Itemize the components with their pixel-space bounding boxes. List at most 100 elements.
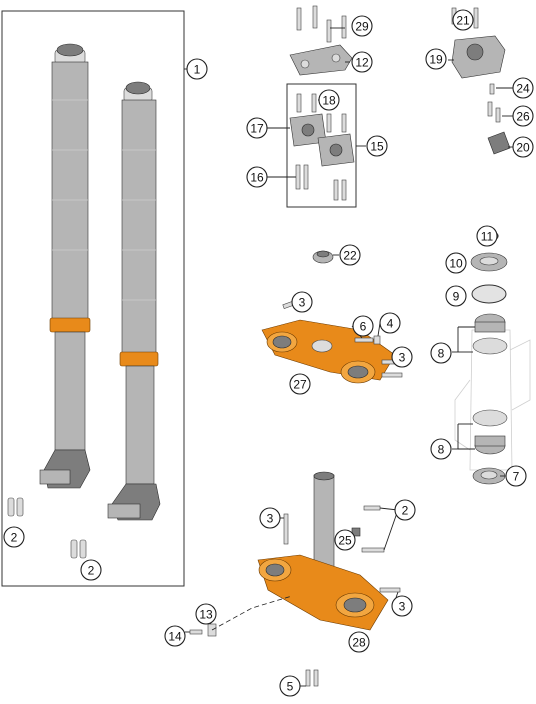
callout-2: 2 [3, 526, 25, 548]
upper-bearing-part-8 [472, 313, 508, 355]
callout-circle [391, 346, 413, 368]
callout-27: 27 [289, 373, 311, 395]
callout-circle [186, 58, 208, 80]
callout-circle [334, 529, 356, 551]
callout-circle [505, 465, 527, 487]
callout-8: 8 [430, 342, 452, 364]
bolts-part-2-lower [361, 505, 385, 553]
lower-triple-clamp-part-28 [257, 554, 389, 631]
callout-circle [430, 438, 452, 460]
callout-circle [425, 48, 447, 70]
callout-14: 14 [164, 625, 186, 647]
callout-11: 11 [476, 225, 498, 247]
callout-circle [352, 315, 374, 337]
steering-stem [313, 471, 335, 576]
callout-number: 1 [194, 63, 201, 77]
callout-number: 29 [355, 20, 369, 34]
pins-part-2-upper [7, 497, 24, 517]
nut-part-25 [351, 527, 361, 537]
callout-circle [164, 625, 186, 647]
callout-number: 14 [168, 630, 182, 644]
callout-number: 24 [516, 82, 530, 96]
callout-number: 17 [250, 122, 264, 136]
screw-part-24 [489, 83, 495, 95]
callout-10: 10 [445, 252, 467, 274]
inserts-part-16 [295, 164, 347, 201]
callout-number: 26 [516, 110, 530, 124]
callout-3: 3 [391, 346, 413, 368]
callout-1: 1 [186, 58, 208, 80]
callout-circle [476, 225, 498, 247]
callout-7: 7 [505, 465, 527, 487]
callout-number: 28 [352, 636, 366, 650]
callout-25: 25 [334, 529, 356, 551]
callout-24: 24 [512, 77, 534, 99]
callout-3: 3 [291, 291, 313, 313]
callout-number: 20 [516, 141, 530, 155]
callout-circle [195, 603, 217, 625]
callout-29: 29 [351, 15, 373, 37]
seal-ring-part-9 [471, 284, 507, 304]
callout-circle [445, 252, 467, 274]
callout-circle [80, 559, 102, 581]
callout-number: 12 [355, 56, 369, 70]
callout-circle [351, 51, 373, 73]
callout-number: 2 [11, 531, 18, 545]
dashed-guide-line [211, 595, 293, 631]
housing-part-19 [451, 35, 506, 79]
fork-leg-left [39, 43, 91, 489]
callout-number: 2 [402, 504, 409, 518]
lower-bearing-part-8 [472, 409, 508, 455]
leader-lines [184, 19, 513, 687]
clamps-part-17 [289, 113, 355, 167]
callout-number: 3 [267, 512, 274, 526]
bolts-part-29 [296, 5, 347, 43]
callout-15: 15 [366, 135, 388, 157]
callout-circle [430, 342, 452, 364]
callout-number: 18 [322, 94, 336, 108]
callout-circle [445, 285, 467, 307]
screws-part-5 [305, 669, 319, 687]
dust-cover-part-10 [470, 252, 508, 272]
callout-circle [339, 244, 361, 266]
screws-part-26 [487, 101, 501, 123]
callout-number: 15 [370, 140, 384, 154]
callout-circle [366, 135, 388, 157]
callout-circle [512, 77, 534, 99]
callout-5: 5 [279, 675, 301, 697]
callout-circle [452, 9, 474, 31]
callout-circle [246, 166, 268, 188]
fork-group-frame [1, 10, 185, 587]
callout-13: 13 [195, 603, 217, 625]
cap-part-20 [487, 131, 511, 155]
callout-number: 3 [299, 296, 306, 310]
callout-number: 5 [287, 680, 294, 694]
callout-number: 3 [399, 600, 406, 614]
callout-22: 22 [339, 244, 361, 266]
callout-number: 27 [293, 378, 307, 392]
callout-4: 4 [379, 312, 401, 334]
callout-21: 21 [452, 9, 474, 31]
clamp-group-frame [286, 83, 357, 208]
callout-number: 6 [360, 320, 367, 334]
callout-circle [3, 526, 25, 548]
callout-12: 12 [351, 51, 373, 73]
callout-2: 2 [394, 499, 416, 521]
callout-20: 20 [512, 136, 534, 158]
pins-part-2-lower [70, 539, 87, 559]
callout-16: 16 [246, 166, 268, 188]
callout-number: 9 [453, 290, 460, 304]
callout-9: 9 [445, 285, 467, 307]
callout-circle [391, 595, 413, 617]
callout-number: 13 [199, 608, 213, 622]
callout-17: 17 [246, 117, 268, 139]
bolt-part-6 [354, 337, 374, 343]
callout-number: 19 [429, 53, 443, 67]
plate-part-12 [289, 44, 353, 76]
callout-circle [279, 675, 301, 697]
callout-number: 8 [438, 347, 445, 361]
callout-circle [351, 15, 373, 37]
